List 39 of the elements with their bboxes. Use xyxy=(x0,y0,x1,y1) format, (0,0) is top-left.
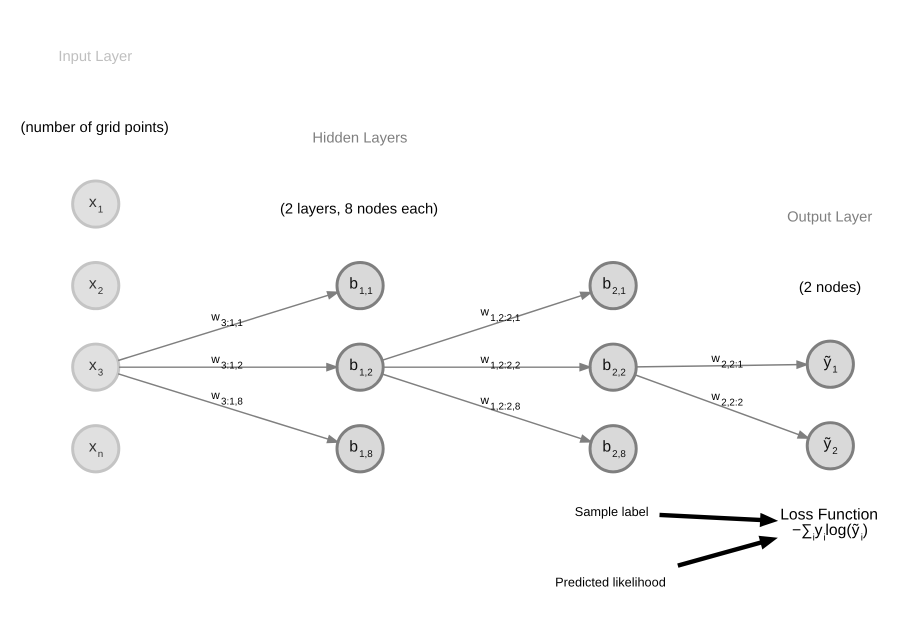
arrow xyxy=(118,291,340,362)
edge-label: w$_{2,2:2}$ xyxy=(711,390,744,409)
node-circle: b$_{2,8}$ xyxy=(588,424,638,474)
edge-label: w$_{1,2:2,8}$ xyxy=(480,394,520,413)
node-circle: ỹ$_{1}$ xyxy=(806,340,855,389)
node-circle: b$_{2,1}$ xyxy=(588,261,638,310)
node-circle: b$_{2,2}$ xyxy=(588,342,638,392)
node-text: Loss Function −∑$_{i}$y$_{i}$log(ỹ$_{i}$) xyxy=(780,506,878,544)
node-circle: ỹ$_{2}$ xyxy=(806,421,855,470)
label: Hidden Layers xyxy=(312,130,408,147)
label: (number of grid points) xyxy=(20,120,169,136)
edge-label: w$_{2,2:1}$ xyxy=(711,352,744,370)
label: Input Layer xyxy=(58,49,132,66)
node-circle: b$_{1,1}$ xyxy=(336,261,385,310)
arrow xyxy=(382,292,593,361)
edge-label: w$_{1,2:2,2}$ xyxy=(480,352,520,372)
arrow xyxy=(118,373,340,444)
arrow xyxy=(634,374,810,439)
node-text: Predicted likelihood xyxy=(555,574,666,590)
arrow xyxy=(636,360,810,370)
edge-label: w$_{1,2:2,1}$ xyxy=(480,306,520,324)
arrow xyxy=(659,512,778,528)
node-circle: b$_{1,2}$ xyxy=(336,342,385,392)
arrow xyxy=(383,362,592,372)
label: (2 nodes) xyxy=(798,280,862,296)
arrow xyxy=(382,373,593,443)
edge-label: w$_{3:1,1}$ xyxy=(211,310,243,330)
label: (2 layers, 8 nodes each) xyxy=(280,201,438,218)
node-text: Sample label xyxy=(574,504,649,519)
edge-label: w$_{3:1,2}$ xyxy=(211,352,243,372)
node-circle: x$_{2}$ xyxy=(71,261,120,310)
edge-label: w$_{3:1,8}$ xyxy=(211,389,243,408)
node-circle: x$_{1}$ xyxy=(71,179,120,229)
node-circle: x$_{3}$ xyxy=(71,342,120,392)
arrow xyxy=(119,362,340,372)
node-circle: b$_{1,8}$ xyxy=(336,424,385,474)
arrow xyxy=(677,536,778,568)
node-circle: x$_{n}$ xyxy=(71,424,120,474)
label: Output Layer xyxy=(787,209,872,226)
